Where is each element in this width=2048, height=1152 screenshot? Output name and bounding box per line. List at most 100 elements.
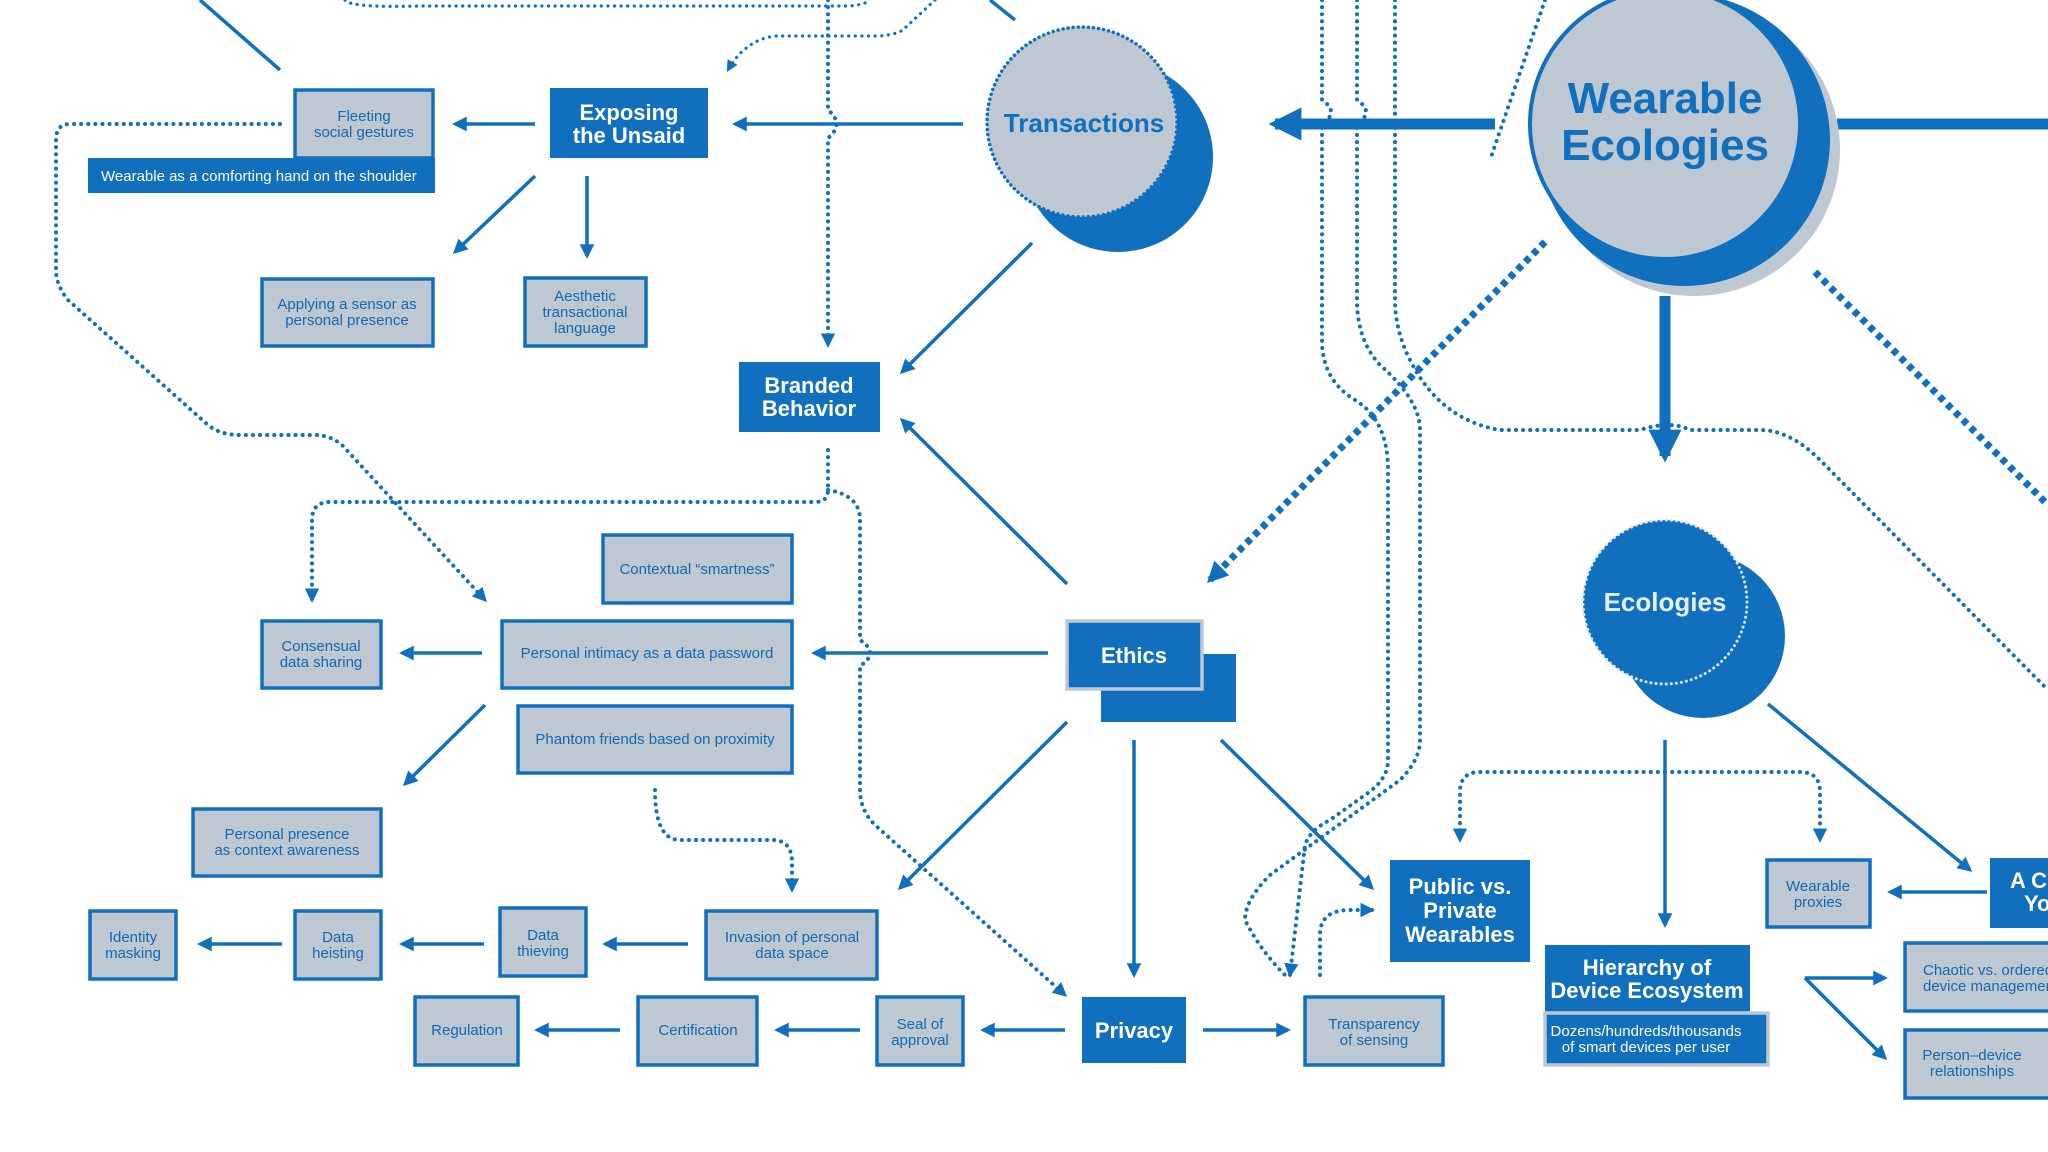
- box-aesthetic-transactional-language[interactable]: Aesthetic transactional language: [523, 276, 648, 348]
- dotted-transparency-to-public: [1318, 902, 1375, 977]
- box-presence-line1: Personal presence: [224, 826, 349, 843]
- box-seal-line1: Seal of: [897, 1016, 945, 1033]
- box-regulation-label: Regulation: [431, 1022, 503, 1039]
- box-invasion-line2: data space: [755, 945, 828, 962]
- box-data-heisting[interactable]: Data heisting: [293, 909, 383, 981]
- dotted-fleeting-to-intimacy: [54, 122, 487, 603]
- circle-wearable-ecologies-line2: Ecologies: [1561, 121, 1769, 170]
- box-applying-line1: Applying a sensor as: [277, 296, 416, 313]
- arrow-exposing-to-applying: [452, 174, 537, 255]
- box-fleeting-social-gestures[interactable]: Fleeting social gestures: [293, 88, 435, 160]
- box-applying-sensor[interactable]: Applying a sensor as personal presence: [260, 277, 435, 348]
- box-public-vs-private-wearables[interactable]: Public vs. Private Wearables: [1390, 860, 1530, 962]
- strip-comforting-label: Wearable as a comforting hand on the sho…: [101, 168, 417, 185]
- box-identity-masking[interactable]: Identity masking: [88, 909, 178, 981]
- arrow-ethics-to-public: [1219, 738, 1375, 891]
- box-invasion-line1: Invasion of personal: [725, 929, 859, 946]
- box-contextual-label: Contextual “smartness”: [619, 561, 774, 578]
- box-heisting-line1: Data: [322, 929, 354, 946]
- box-dozens-devices[interactable]: Dozens/hundreds/thousands of smart devic…: [1543, 1011, 1770, 1067]
- box-identity-line2: masking: [105, 945, 161, 962]
- dotted-right-network: [1393, 0, 2048, 692]
- box-thieving-line2: thieving: [517, 943, 569, 960]
- box-phantom-label: Phantom friends based on proximity: [535, 731, 775, 748]
- connector-line: [198, 0, 282, 72]
- box-regulation[interactable]: Regulation: [413, 995, 520, 1067]
- box-exposing-line2: the Unsaid: [573, 123, 685, 148]
- box-thieving-line1: Data: [527, 927, 559, 944]
- box-seal-of-approval[interactable]: Seal of approval: [875, 995, 965, 1067]
- arrow-ecologies-to-right: [1766, 702, 1973, 872]
- box-transparency-of-sensing[interactable]: Transparency of sensing: [1303, 995, 1445, 1067]
- box-heisting-line2: heisting: [312, 945, 364, 962]
- box-presence-line2: as context awareness: [214, 842, 359, 859]
- box-consensual-line1: Consensual: [281, 638, 360, 655]
- box-ethics[interactable]: Ethics: [1065, 619, 1236, 722]
- dotted-top-to-branded: [820, 0, 839, 348]
- box-cut-line1: A C: [2010, 868, 2047, 893]
- box-aesthetic-line3: language: [554, 320, 616, 337]
- box-privacy-label: Privacy: [1095, 1018, 1174, 1043]
- box-seal-line2: approval: [891, 1032, 949, 1049]
- box-data-thieving[interactable]: Data thieving: [498, 906, 588, 978]
- box-personal-intimacy[interactable]: Personal intimacy as a data password: [500, 619, 794, 690]
- box-aesthetic-line2: transactional: [542, 304, 627, 321]
- box-consensual-data-sharing[interactable]: Consensual data sharing: [260, 619, 383, 690]
- box-applying-line2: personal presence: [285, 312, 408, 329]
- arrow-intimacy-to-presence: [402, 703, 487, 787]
- box-hierarchy-line2: Device Ecosystem: [1550, 978, 1743, 1003]
- connectors: [54, 0, 2048, 1061]
- box-ethics-label: Ethics: [1101, 643, 1167, 668]
- circle-ecologies[interactable]: Ecologies: [1581, 518, 1785, 718]
- arrow-ethics-to-invasion: [897, 720, 1069, 891]
- box-hierarchy-device-ecosystem[interactable]: Hierarchy of Device Ecosystem: [1545, 945, 1750, 1013]
- box-invasion-personal-data-space[interactable]: Invasion of personal data space: [704, 909, 879, 981]
- box-consensual-line2: data sharing: [280, 654, 363, 671]
- dotted-connector: [726, 0, 937, 73]
- box-chaotic-vs-ordered[interactable]: Chaotic vs. ordered device management: [1903, 941, 2048, 1013]
- dotted-connector: [343, 0, 870, 8]
- box-personal-presence[interactable]: Personal presence as context awareness: [191, 807, 383, 878]
- circle-wearable-ecologies[interactable]: Wearable Ecologies: [1528, 0, 1840, 296]
- dashed-we-to-ethics: [1207, 239, 1548, 583]
- dotted-to-transparency: [1284, 0, 1390, 978]
- box-certification-label: Certification: [658, 1022, 737, 1039]
- circle-wearable-ecologies-line1: Wearable: [1568, 74, 1763, 123]
- box-exposing-line1: Exposing: [579, 100, 678, 125]
- box-chaotic-line2: device management: [1923, 978, 2048, 995]
- arrow-hierarchy-to-person-device: [1803, 976, 1888, 1061]
- box-aesthetic-line1: Aesthetic: [554, 288, 616, 305]
- box-wearable-proxies[interactable]: Wearable proxies: [1765, 858, 1872, 929]
- box-hierarchy-line1: Hierarchy of: [1583, 955, 1712, 980]
- box-transparency-line1: Transparency: [1328, 1016, 1420, 1033]
- box-public-line1: Public vs.: [1409, 874, 1512, 899]
- box-phantom-friends[interactable]: Phantom friends based on proximity: [516, 704, 794, 775]
- circle-ecologies-label: Ecologies: [1604, 587, 1727, 617]
- box-proxies-line2: proxies: [1794, 894, 1842, 911]
- dashed-we-right: [1812, 269, 2048, 508]
- box-contextual-smartness[interactable]: Contextual “smartness”: [601, 533, 794, 605]
- box-exposing-the-unsaid[interactable]: Exposing the Unsaid: [550, 88, 708, 158]
- box-branded-behavior[interactable]: Branded Behavior: [739, 362, 880, 432]
- dotted-to-transparency-2: [1242, 0, 1422, 977]
- box-transparency-line2: of sensing: [1340, 1032, 1408, 1049]
- box-certification[interactable]: Certification: [636, 995, 759, 1067]
- box-fleeting-line2: social gestures: [314, 124, 414, 141]
- circle-transactions[interactable]: Transactions: [985, 25, 1213, 252]
- box-person-device-line2: relationships: [1930, 1063, 2014, 1080]
- strip-comforting-hand[interactable]: Wearable as a comforting hand on the sho…: [88, 158, 435, 193]
- box-public-line2: Private: [1423, 898, 1496, 923]
- box-cut-line2: Yo: [2024, 891, 2048, 916]
- dotted-invasion-to-phantom: [653, 788, 800, 893]
- dotted-top-right: [1488, 0, 1547, 162]
- box-privacy[interactable]: Privacy: [1082, 997, 1186, 1063]
- box-dozens-line1: Dozens/hundreds/thousands: [1551, 1023, 1742, 1040]
- box-person-device-relationships[interactable]: Person–device relationships: [1903, 1028, 2048, 1100]
- circle-transactions-label: Transactions: [1004, 108, 1164, 138]
- arrow-ethics-to-branded: [899, 417, 1069, 586]
- box-cut-right-edge[interactable]: A C Yo: [1990, 858, 2048, 928]
- connector-line: [988, 0, 1017, 22]
- box-branded-line1: Branded: [764, 373, 853, 398]
- box-dozens-line2: of smart devices per user: [1562, 1039, 1730, 1056]
